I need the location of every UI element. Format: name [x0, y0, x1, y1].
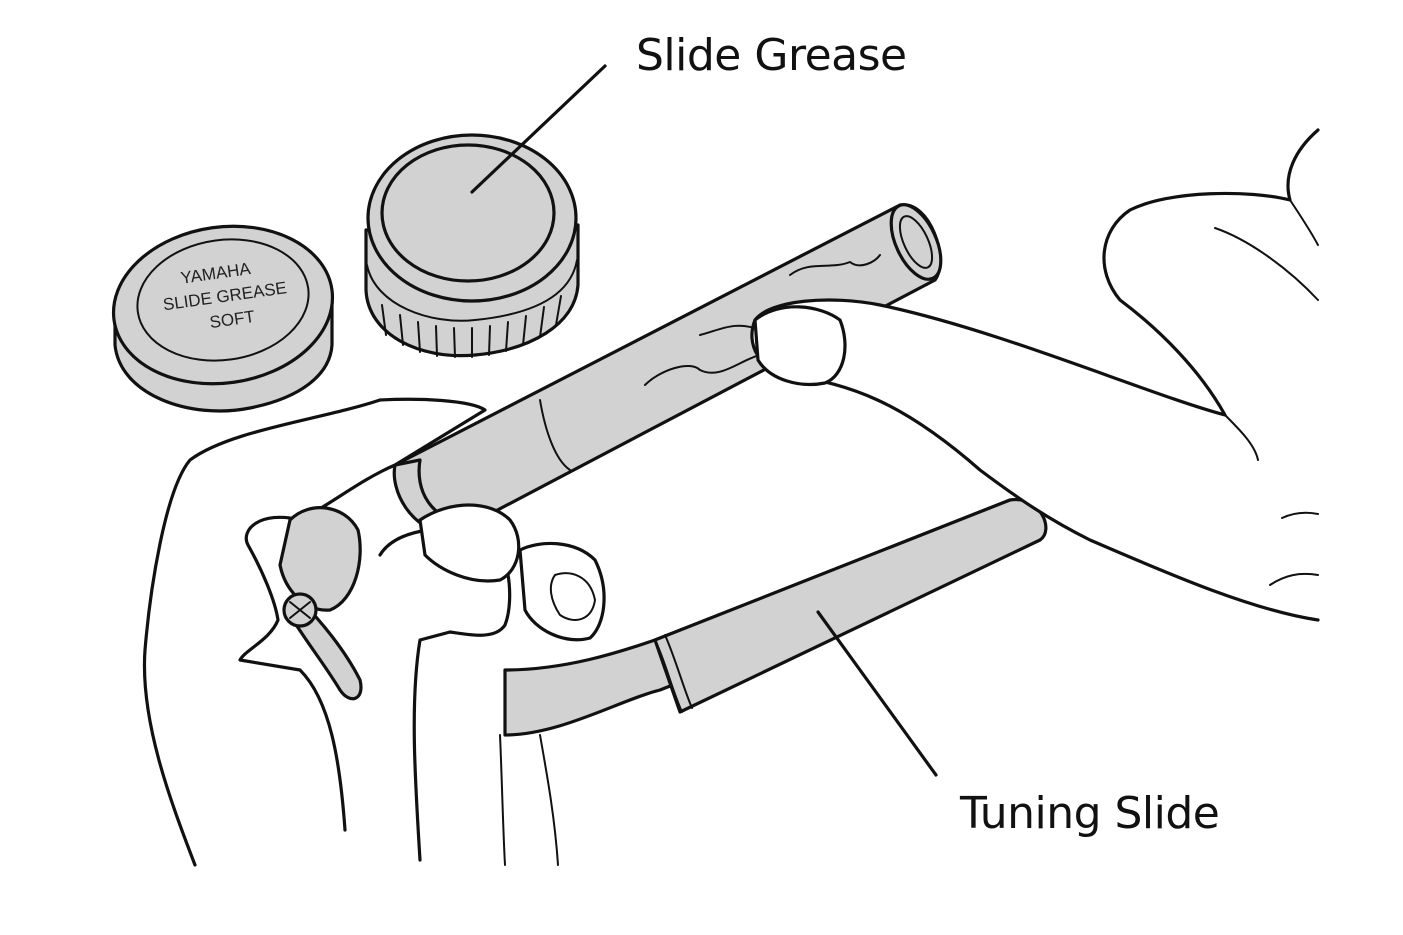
- slide-grease-label: Slide Grease: [636, 30, 907, 81]
- left-hand: [142, 397, 606, 867]
- tuning-slide: [392, 203, 1048, 737]
- water-key: [278, 506, 363, 701]
- grease-jar: [364, 133, 580, 358]
- tuning-slide-label: Tuning Slide: [960, 788, 1220, 839]
- tuning-slide-leader: [816, 610, 938, 777]
- slide-grease-leader: [470, 64, 607, 194]
- grease-lid: YAMAHA SLIDE GREASE SOFT: [111, 224, 335, 413]
- right-hand: [750, 128, 1320, 622]
